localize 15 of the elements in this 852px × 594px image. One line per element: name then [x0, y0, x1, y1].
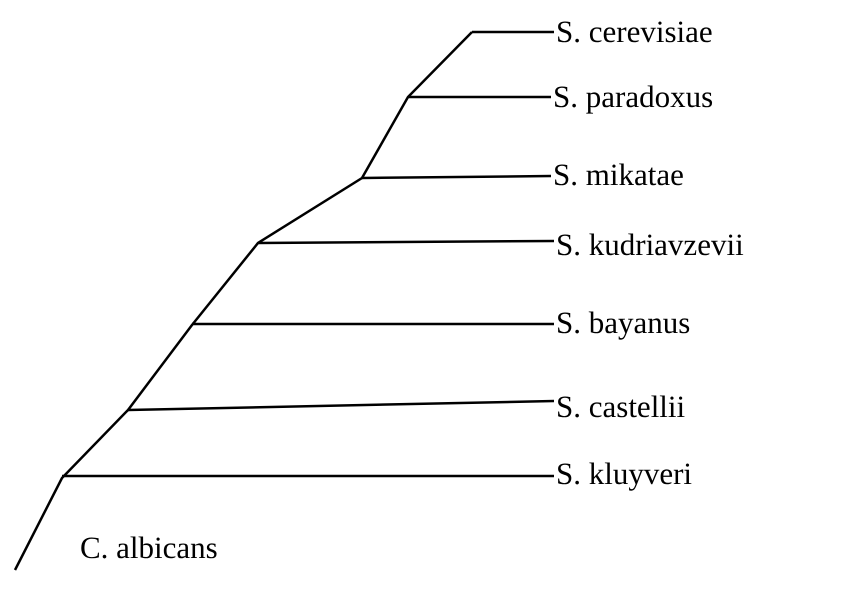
species-label: S. cerevisiae	[556, 14, 713, 50]
species-label: S. kluyveri	[556, 456, 692, 492]
species-label: S. mikatae	[553, 157, 684, 193]
branch-line	[62, 474, 554, 478]
branch-line	[408, 96, 551, 98]
species-label: S. bayanus	[556, 305, 690, 341]
branch-line	[362, 174, 552, 180]
species-label: S. castellii	[556, 389, 686, 425]
species-label: C. albicans	[80, 530, 218, 566]
branch-line	[258, 240, 554, 244]
branch-line	[128, 400, 554, 412]
branch-line	[472, 30, 554, 34]
species-label: S. kudriavzevii	[556, 227, 744, 263]
species-label: S. paradoxus	[553, 79, 714, 115]
branch-line	[192, 322, 554, 326]
